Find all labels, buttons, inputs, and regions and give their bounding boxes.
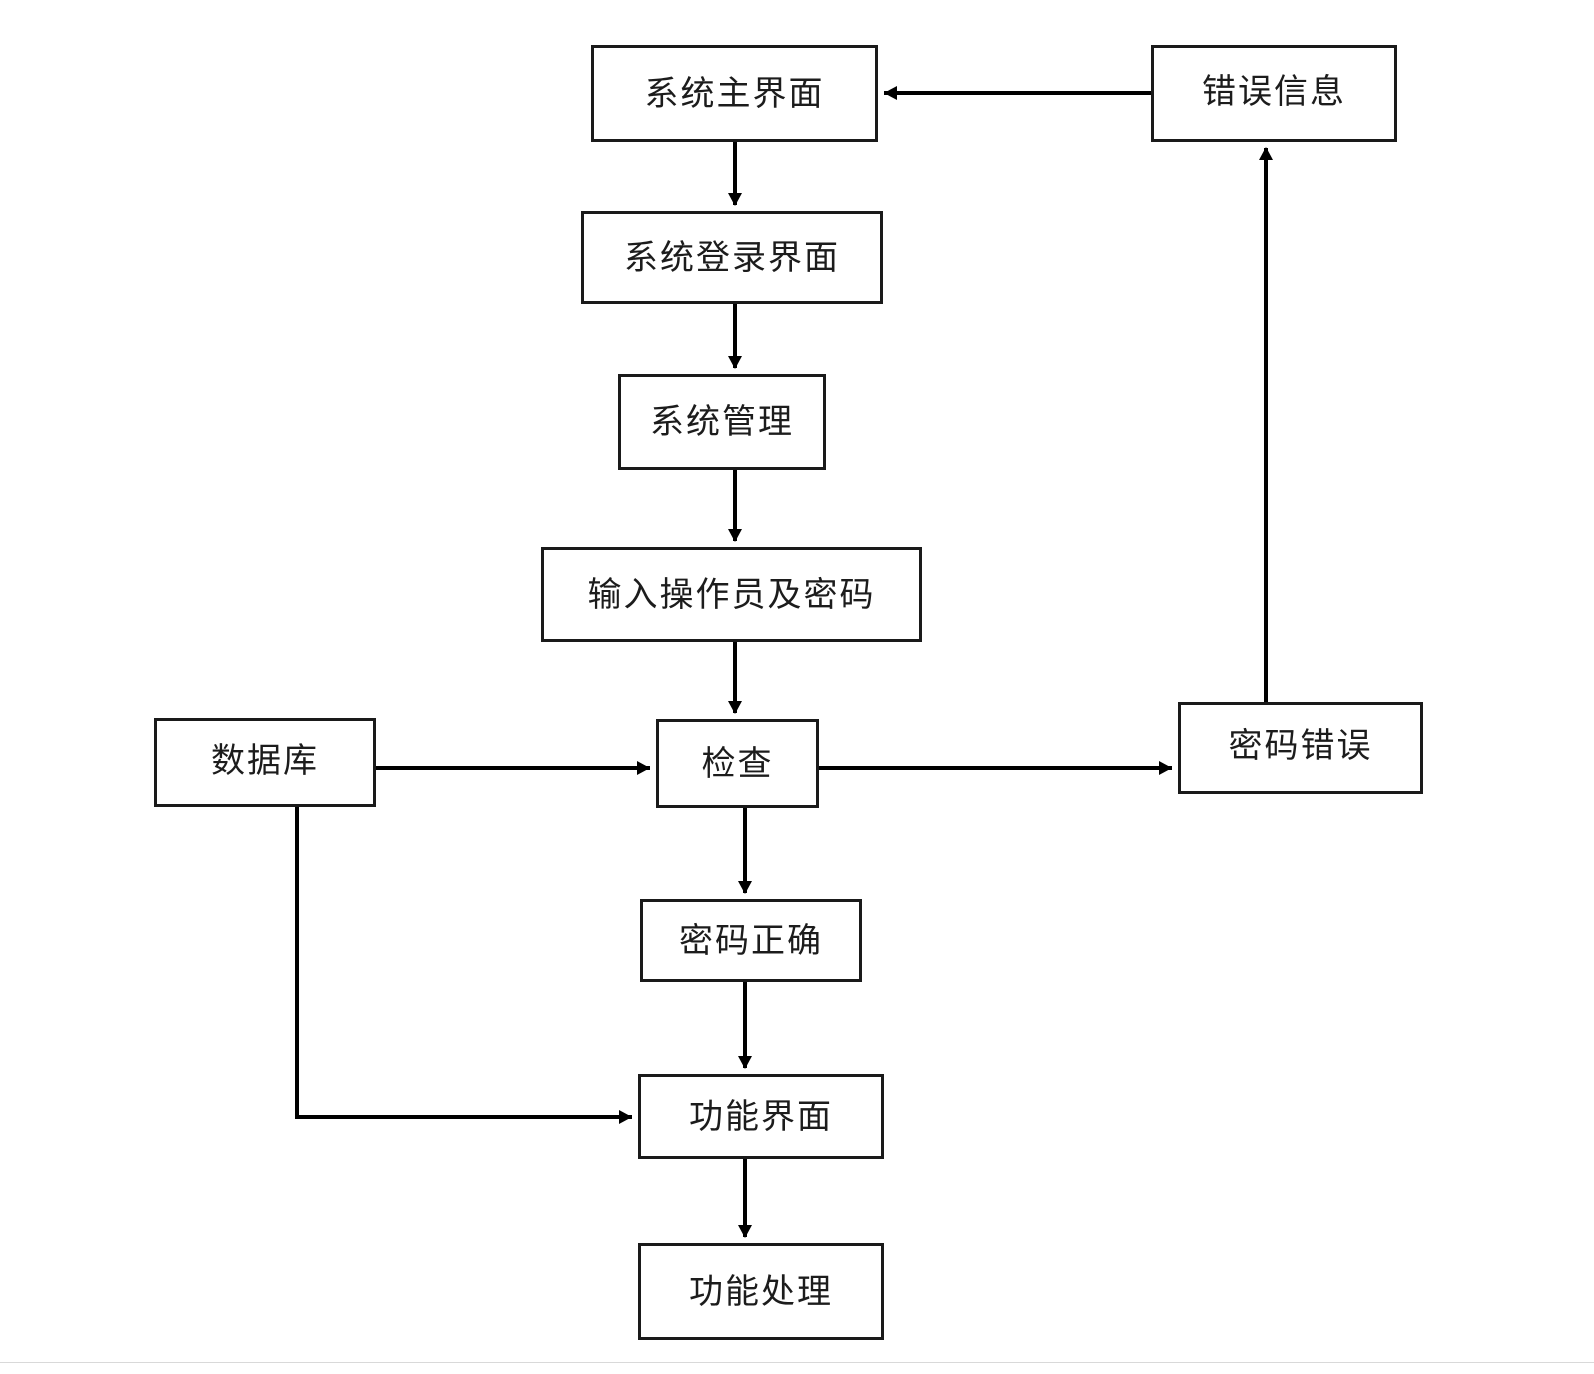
edge-database-to-func-ui [295,807,632,1124]
node-system-main-interface[interactable]: 系统主界面 [591,45,878,142]
node-label: 系统主界面 [644,73,825,114]
node-label: 错误信息 [1202,71,1346,112]
node-password-correct[interactable]: 密码正确 [640,899,862,982]
bottom-divider [0,1362,1594,1363]
node-label: 功能界面 [689,1096,833,1137]
node-input-operator-and-password[interactable]: 输入操作员及密码 [541,547,922,642]
node-label: 系统登录界面 [624,237,840,278]
node-system-login-interface[interactable]: 系统登录界面 [581,211,883,304]
node-label: 检查 [701,743,774,784]
node-label: 输入操作员及密码 [587,574,876,615]
node-database[interactable]: 数据库 [154,718,376,807]
node-check[interactable]: 检查 [656,719,819,808]
node-function-processing[interactable]: 功能处理 [638,1243,884,1340]
node-label: 密码正确 [679,920,823,961]
node-label: 数据库 [211,740,319,781]
node-label: 功能处理 [689,1271,833,1312]
node-error-message[interactable]: 错误信息 [1151,45,1397,142]
node-system-management[interactable]: 系统管理 [618,374,826,470]
node-label: 系统管理 [650,402,794,442]
node-function-interface[interactable]: 功能界面 [638,1074,884,1159]
node-label: 密码错误 [1228,726,1373,766]
node-password-error[interactable]: 密码错误 [1178,702,1423,794]
